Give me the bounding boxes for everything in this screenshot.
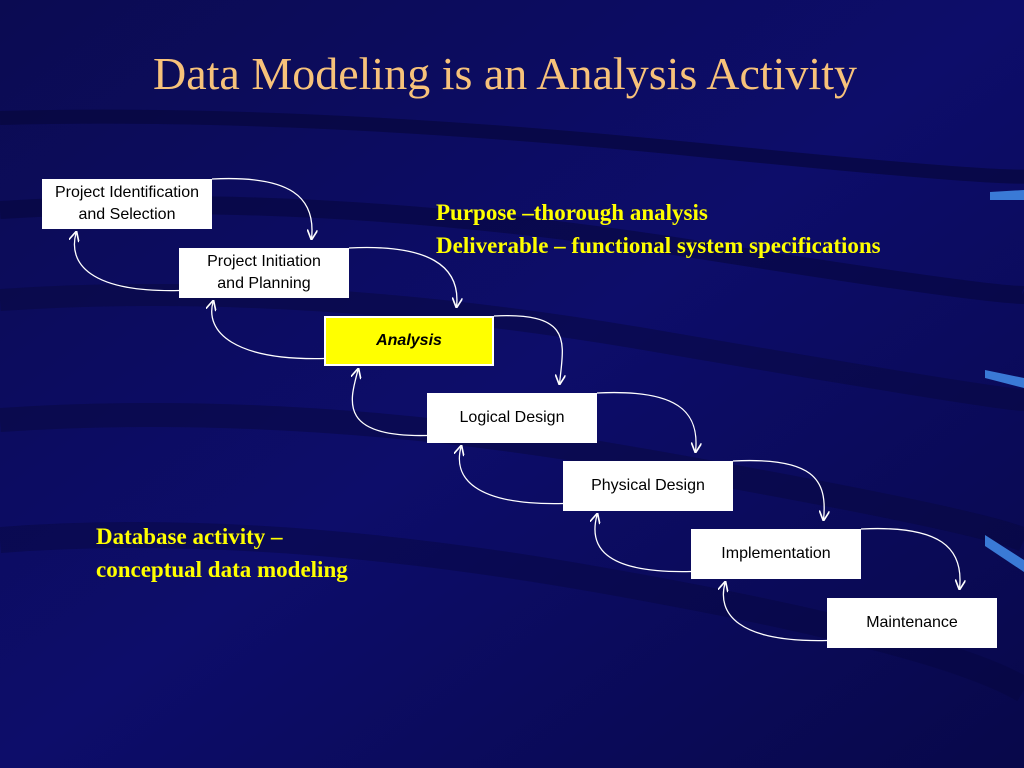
phase-label: Maintenance	[866, 614, 958, 631]
conceptual-modeling-line: conceptual data modeling	[96, 557, 348, 582]
phase-box-project-identification: Project Identification and Selection	[42, 179, 212, 229]
phase-label: Project Initiation and Planning	[207, 253, 321, 292]
purpose-line: Purpose –thorough analysis	[436, 200, 708, 225]
phase-label: Analysis	[376, 332, 442, 349]
phase-label: Physical Design	[591, 477, 705, 494]
phase-label: Logical Design	[459, 409, 565, 426]
stripe-accent	[990, 190, 1024, 200]
deliverable-line: Deliverable – functional system specific…	[436, 233, 881, 258]
stripe-accent	[985, 535, 1024, 572]
phase-box-maintenance: Maintenance	[827, 598, 997, 648]
phase-label: Implementation	[721, 545, 831, 562]
database-note: Database activity – conceptual data mode…	[96, 520, 348, 586]
phase-box-project-initiation: Project Initiation and Planning	[179, 248, 349, 298]
phase-box-implementation: Implementation	[691, 529, 861, 579]
phase-label: Project Identification and Selection	[54, 184, 200, 223]
phase-box-analysis: Analysis	[324, 316, 494, 366]
slide-title: Data Modeling is an Analysis Activity	[153, 48, 857, 99]
purpose-note: Purpose –thorough analysis Deliverable –…	[436, 196, 881, 262]
phase-box-physical-design: Physical Design	[563, 461, 733, 511]
phase-box-logical-design: Logical Design	[427, 393, 597, 443]
database-activity-line: Database activity –	[96, 524, 283, 549]
stripe-accent	[985, 370, 1024, 388]
